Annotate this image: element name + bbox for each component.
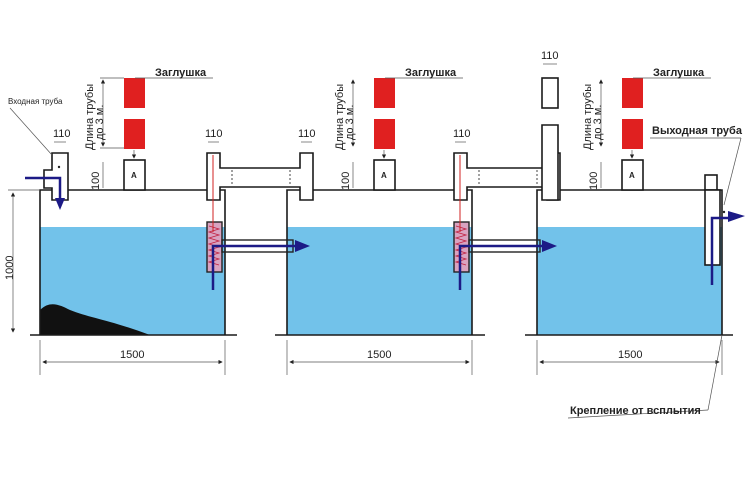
pipe-length-label-2: до 3 м. <box>344 105 356 140</box>
tank-3 <box>525 189 733 336</box>
anchoring-callout: Крепление от всплытия <box>567 334 723 419</box>
pipe-length-label: Длина трубы <box>582 84 594 150</box>
riser-group-3: А Длина трубы до 3 м. 100 Заглушка <box>582 67 711 191</box>
pipe-length-label: Длина трубы <box>334 84 346 150</box>
vent-riser <box>541 77 559 201</box>
dim-110: 110 <box>205 128 223 140</box>
tank-width-dims: 1500 1500 1500 <box>39 340 723 375</box>
riser-mark: А <box>381 171 387 180</box>
riser-group-1: А Длина трубы до 3 м. 100 Заглушка <box>84 67 213 191</box>
water-3 <box>537 227 722 335</box>
riser-group-2: А Длина трубы до 3 м. 100 Заглушка <box>334 67 463 191</box>
plug-icon <box>124 78 145 108</box>
riser-height-dim: 100 <box>340 172 352 190</box>
plug-label: Заглушка <box>155 67 207 79</box>
pipe-length-label: Длина трубы <box>84 84 96 150</box>
sludge <box>40 304 150 335</box>
tank-1 <box>30 189 237 336</box>
riser-height-dim: 100 <box>90 172 102 190</box>
inlet-pipe: Входная труба <box>8 97 69 210</box>
dim-1500: 1500 <box>120 349 144 361</box>
overflow-1 <box>206 152 314 290</box>
dim-110: 110 <box>541 50 559 62</box>
plug-icon <box>124 119 145 149</box>
tank-2 <box>275 189 485 336</box>
dim-1500: 1500 <box>367 349 391 361</box>
outlet-pipe: Выходная труба <box>650 125 745 285</box>
overflow-2 <box>453 152 561 290</box>
dim-1000: 1000 <box>4 256 16 280</box>
tank-height-dim: 1000 <box>4 189 40 333</box>
anchoring-label: Крепление от всплытия <box>570 405 701 417</box>
pipe-length-label-2: до 3 м. <box>592 105 604 140</box>
riser-height-dim: 100 <box>588 172 600 190</box>
plug-icon <box>374 119 395 149</box>
water-2 <box>287 227 472 335</box>
dim-1500: 1500 <box>618 349 642 361</box>
plug-label: Заглушка <box>405 67 457 79</box>
riser-mark: А <box>629 171 635 180</box>
plug-icon <box>622 78 643 108</box>
dim-110: 110 <box>453 128 471 140</box>
inlet-pipe-label: Входная труба <box>8 97 63 106</box>
pipe-length-label-2: до 3 м. <box>94 105 106 140</box>
outlet-pipe-label: Выходная труба <box>652 125 743 137</box>
plug-icon <box>622 119 643 149</box>
dim-110: 110 <box>53 128 71 140</box>
plug-icon <box>374 78 395 108</box>
dim-110: 110 <box>298 128 316 140</box>
pipe-diameter-dims: 110 110 110 110 110 <box>53 50 559 143</box>
plug-label: Заглушка <box>653 67 705 79</box>
riser-mark: А <box>131 171 137 180</box>
